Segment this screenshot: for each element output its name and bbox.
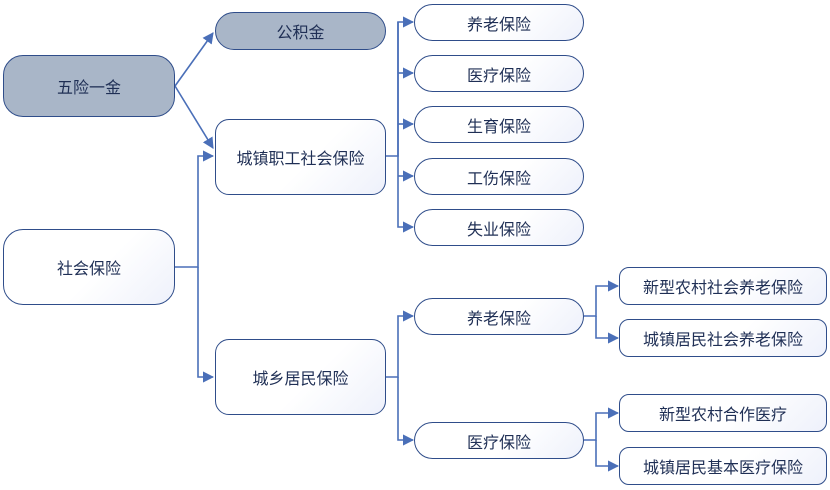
node-chengzhen-yiliao: 城镇居民基本医疗保险 — [619, 447, 827, 485]
arrow-wuxian-to-gongjijin — [174, 32, 214, 87]
arrow-yiliao-to-xinnong — [584, 407, 620, 441]
arrow-zhigong-branch — [386, 16, 415, 157]
node-zhigong-gongshang: 工伤保险 — [414, 158, 584, 195]
node-wuxian-yijin: 五险一金 — [3, 55, 175, 117]
node-chengzhen-yanglao: 城镇居民社会养老保险 — [619, 319, 827, 357]
node-jumin-yiliao: 医疗保险 — [414, 422, 584, 459]
node-chengzhen-zhigong: 城镇职工社会保险 — [215, 119, 386, 195]
arrow-yiliao-to-chengzhen — [595, 440, 620, 472]
arrow-shehui-to-zhigong — [175, 150, 215, 268]
node-zhigong-yiliao: 医疗保险 — [414, 55, 584, 92]
arrow-wuxian-to-zhigong — [174, 85, 214, 149]
node-jumin-yanglao: 养老保险 — [414, 298, 584, 335]
arrow-jumin-to-yiliao — [397, 377, 415, 446]
node-chengxiang-jumin: 城乡居民保险 — [215, 339, 386, 415]
node-xinnong-yiliao: 新型农村合作医疗 — [619, 394, 827, 432]
arrow-yanglao-to-xinnong — [584, 280, 620, 317]
node-shehui-baoxian: 社会保险 — [3, 229, 175, 305]
arrow-yanglao-to-chengzhen — [595, 316, 620, 344]
node-zhigong-shengyu: 生育保险 — [414, 106, 584, 143]
arrow-zhigong-to-shiye — [397, 22, 415, 233]
arrow-jumin-to-yanglao — [386, 310, 415, 378]
node-zhigong-yanglao: 养老保险 — [414, 4, 584, 41]
arrow-shehui-to-jumin — [197, 267, 215, 383]
node-zhigong-shiye: 失业保险 — [414, 209, 584, 246]
node-gongjijin: 公积金 — [215, 12, 386, 50]
node-xinnong-yanglao: 新型农村社会养老保险 — [619, 267, 827, 305]
